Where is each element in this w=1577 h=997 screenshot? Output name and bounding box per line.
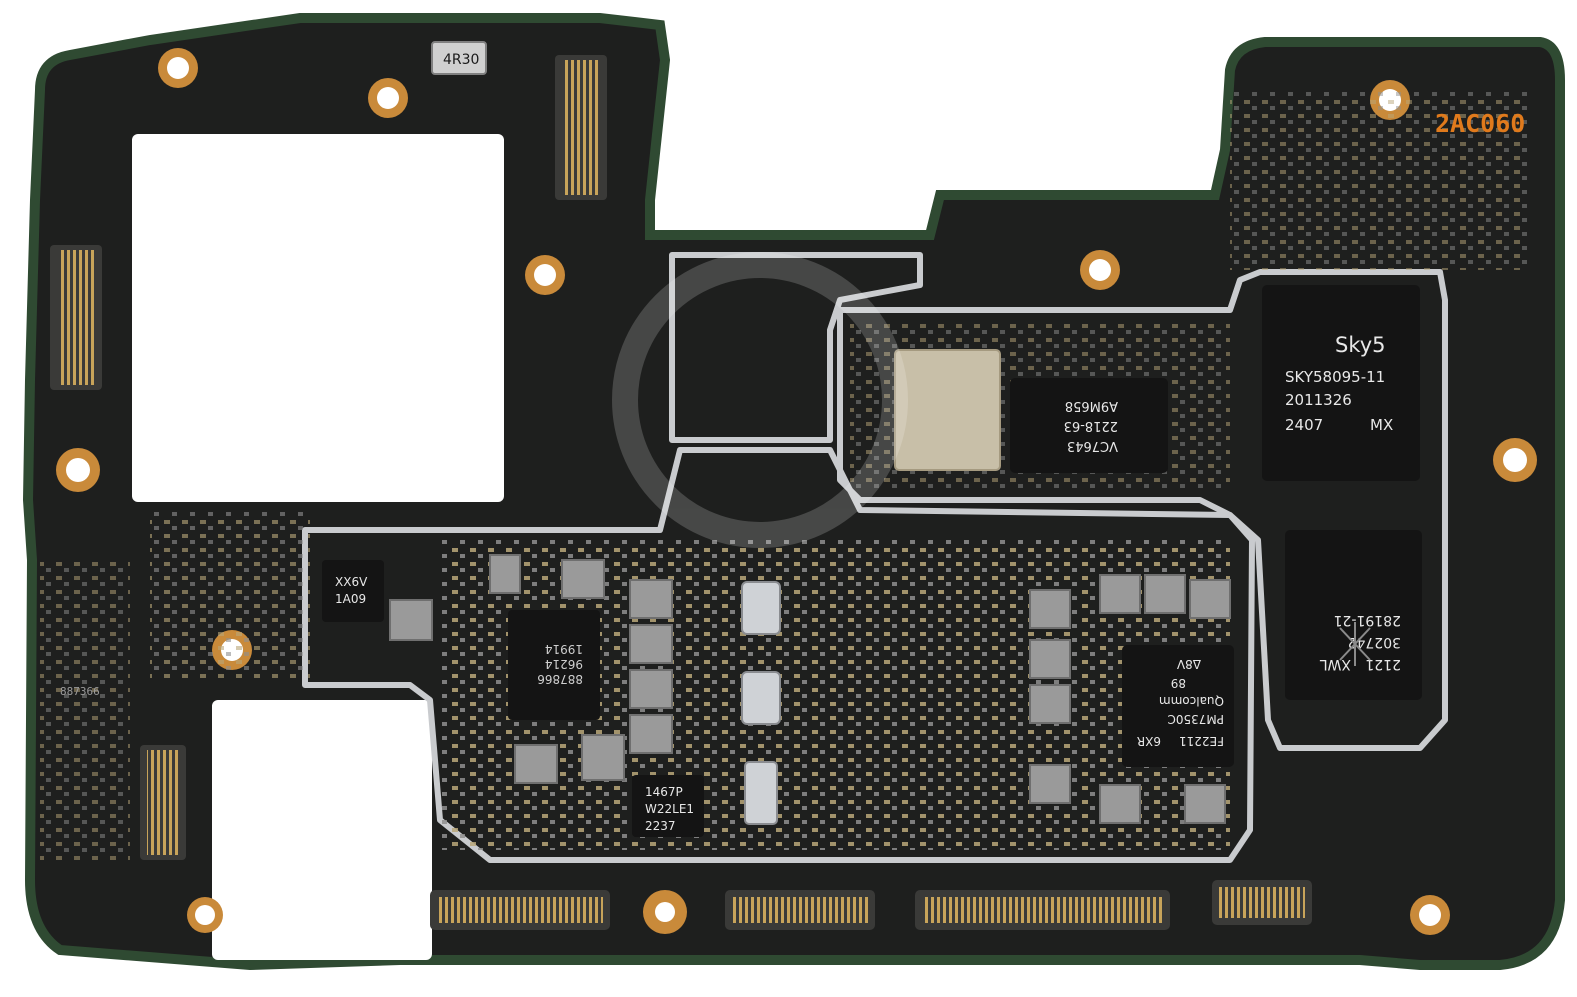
chip-sky-lot: 2011326 [1285,391,1352,409]
chip-small-b: 1467P W22LE1 2237 [632,775,704,837]
chip-xmc: XWL 2121 302742 28191-21 [1285,530,1422,700]
cutout-lower-left [212,700,432,960]
chip-small-b-line1: 1467P [645,785,683,799]
cutout-upper-left [132,134,504,502]
left-code-label: 887366 [60,685,100,698]
chip-qcom-line2: 89 [1171,676,1186,690]
chip-qcom-line3: Qualcomm [1159,694,1224,708]
chip-small-b-line3: 2237 [645,819,676,833]
chip-pmic-line3: 19914 [545,642,583,656]
chip-pmic-line1: 887866 [537,672,583,686]
chip-mid-line1: VC7643 [1067,438,1118,453]
chip-qcom-line6: 6XR [1137,734,1161,748]
inductor-4r30-label: 4R30 [443,52,479,68]
chip-small-a-line1: XX6V [335,575,368,589]
chip-sky: Sky5 SKY58095-11 2011326 2407 MX [1262,285,1420,481]
chip-vc7643: VC7643 2218-63 A9M658 [1010,378,1168,473]
chip-qualcomm-pmic: Δ8V 89 Qualcomm PM7350C FE2211 6XR [1122,645,1234,767]
watermark: omobile.com [612,252,908,548]
chip-small-a: XX6V 1A09 [322,560,384,622]
soc-package [894,349,1001,471]
inductor-4r30 [431,41,487,75]
chip-qcom-line5: FE2211 [1179,734,1224,748]
chip-pmic-line2: 96214 [545,657,583,671]
chip-mid-line3: A9M658 [1065,398,1118,413]
inductors [389,554,1231,824]
chip-small-b-line2: W22LE1 [645,802,694,816]
chip-pmic-left: 887866 96214 19914 [508,610,600,720]
chip-xmc-line1: XWL [1320,656,1351,672]
chip-xmc-line2: 2121 [1365,656,1401,672]
crystals [741,581,781,825]
chip-mid-line2: 2218-63 [1064,418,1118,433]
chip-sky-part: SKY58095-11 [1285,368,1385,386]
watermark-site-label: omobile.com [708,527,799,544]
chip-xmc-line4: 28191-21 [1334,612,1401,628]
board-code-label: 2AC060 [1435,109,1525,138]
chip-sky-logo: Sky5 [1335,333,1386,357]
chip-sky-origin: MX [1370,416,1393,434]
rf-shield-frames [302,252,1448,863]
chip-sky-date: 2407 [1285,416,1323,434]
chip-xmc-logo [1339,622,1371,666]
chip-qcom-line1: Δ8V [1176,657,1201,671]
chip-qcom-line4: PM7350C [1167,712,1224,726]
chip-small-a-line2: 1A09 [335,592,366,606]
fpc-connectors [50,55,1312,930]
